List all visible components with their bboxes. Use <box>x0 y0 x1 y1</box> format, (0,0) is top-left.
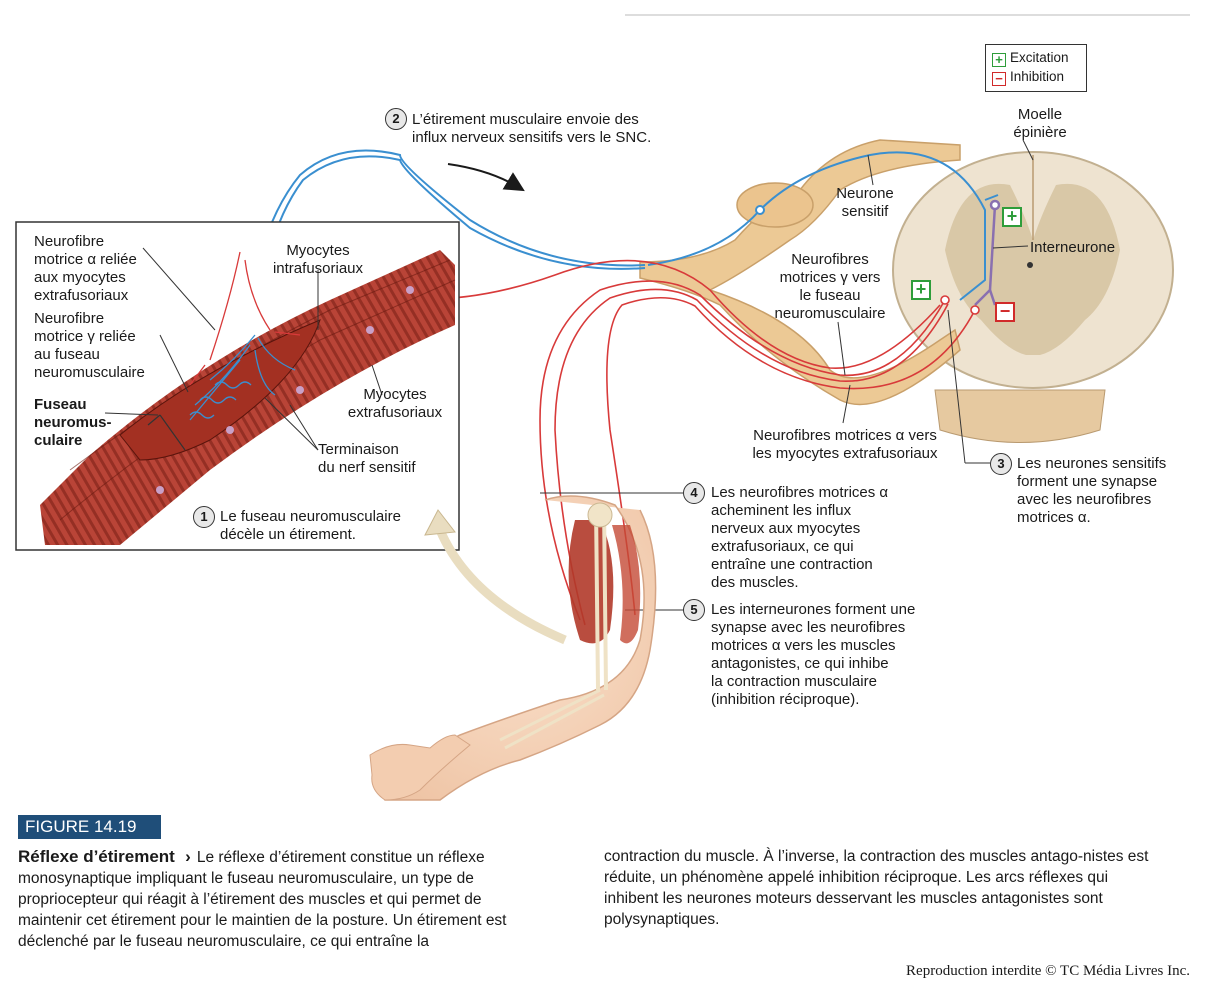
figure-tag: FIGURE 14.19 <box>18 815 161 839</box>
stretch-arrow <box>435 528 567 645</box>
label-moelle: Moelle épinière <box>1013 106 1067 141</box>
credit: Reproduction interdite © TC Média Livres… <box>906 963 1190 979</box>
caption-left: Réflexe d’étirement ›Le réflexe d’étirem… <box>18 846 543 952</box>
interneuron-fibers <box>974 199 1001 306</box>
step-5-marker: 5 <box>683 599 705 621</box>
label-myocytes-intra: Myocytes intrafusoriaux <box>272 242 364 277</box>
leader-lines <box>104 247 383 451</box>
legend-excitation: +Excitation <box>992 49 1069 67</box>
muscle-fibers <box>40 250 456 545</box>
label-interneurone: Interneurone <box>1030 239 1116 256</box>
label-terminaison: Terminaison du nerf sensitif <box>318 441 416 476</box>
spinal-cord <box>892 151 1174 443</box>
legend-box: +Excitation −Inhibition <box>985 44 1087 92</box>
step-2-text: L’étirement musculaire envoie des influx… <box>412 111 652 146</box>
motor-fibers <box>239 249 980 626</box>
caption-arrow-icon: › <box>185 847 191 866</box>
step-4-marker: 4 <box>683 482 705 504</box>
outside-leaders <box>540 139 1034 611</box>
inset-motor-endings <box>189 251 301 386</box>
label-neurofibre-alpha-reliee: Neurofibre motrice α reliée aux myocytes… <box>34 233 137 304</box>
caption-right: contraction du muscle. À l’inverse, la c… <box>604 848 1149 928</box>
nerve-endings <box>189 334 296 421</box>
fuseau-bracket <box>147 414 186 451</box>
inhibition-marker-icon: − <box>995 302 1015 322</box>
caption-text-left: Le réflexe d’étirement constitue un réfl… <box>18 849 507 950</box>
propagation-arrow <box>447 163 525 192</box>
step-4-text: Les neurofibres motrices α acheminent le… <box>711 484 889 591</box>
step-1-text: Le fuseau neuromusculaire décèle un étir… <box>220 508 401 543</box>
step-2-marker: 2 <box>385 108 407 130</box>
label-myocytes-extra: Myocytes extrafusoriaux <box>347 386 443 421</box>
label-neurofibres-alpha: Neurofibres motrices α vers les myocytes… <box>752 427 938 462</box>
excitation-marker-icon: + <box>911 280 931 300</box>
label-neurofibres-gamma: Neurofibres motrices γ vers le fuseau ne… <box>774 251 886 322</box>
minus-square-icon: − <box>992 72 1006 86</box>
label-fuseau: Fuseau neuromus- culaire <box>34 396 112 449</box>
step-5-text: Les interneurones forment une synapse av… <box>711 601 916 708</box>
step-3-marker: 3 <box>990 453 1012 475</box>
caption-title: Réflexe d’étirement <box>18 847 175 866</box>
plus-square-icon: + <box>992 53 1006 67</box>
step-3-text: Les neurones sensitifs forment une synap… <box>1017 455 1167 526</box>
excitation-marker-icon: + <box>1002 207 1022 227</box>
step-1-marker: 1 <box>193 506 215 528</box>
arm-illustration <box>369 495 657 801</box>
legend-inhibition: −Inhibition <box>992 68 1064 86</box>
label-neurofibre-gamma-reliee: Neurofibre motrice γ reliée au fuseau ne… <box>34 310 145 381</box>
label-neurone-sensitif: Neurone sensitif <box>836 185 894 220</box>
